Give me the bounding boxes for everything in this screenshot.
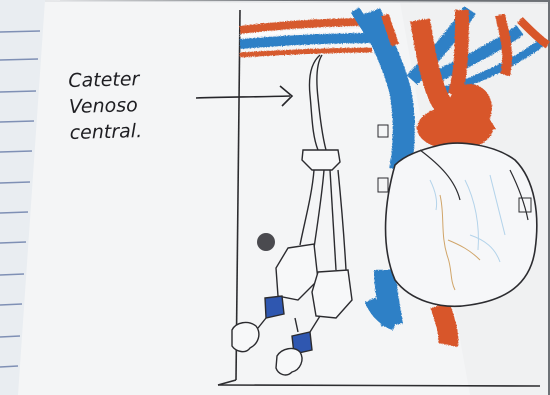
annotation-line-1: Cateter bbox=[68, 65, 199, 94]
annotation-line-2: Venoso bbox=[69, 91, 200, 120]
annotation-line-3: central. bbox=[69, 117, 200, 146]
annotation-label: Cateter Venoso central. bbox=[68, 65, 200, 146]
pen-dot bbox=[257, 233, 275, 251]
